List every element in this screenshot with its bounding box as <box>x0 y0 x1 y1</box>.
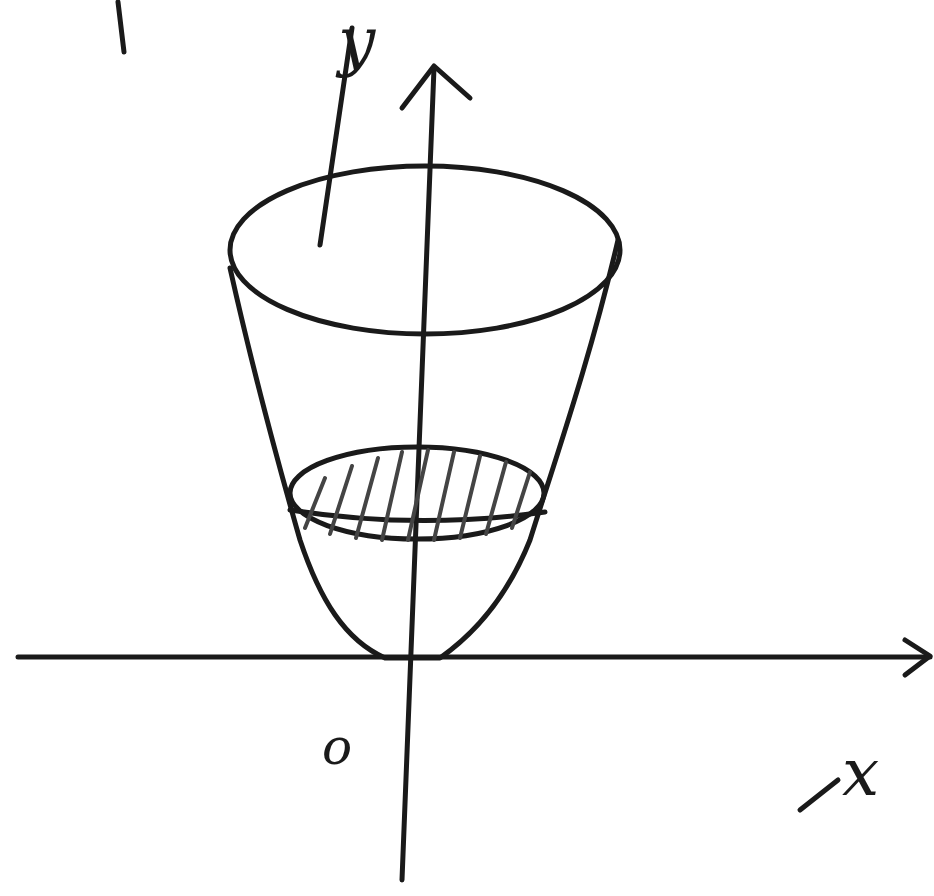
top-rim <box>230 166 620 334</box>
y-axis <box>402 68 434 880</box>
y-arrowhead <box>402 66 470 108</box>
cross-section <box>290 447 544 539</box>
vessel-wall <box>230 240 618 658</box>
axis-label: x <box>842 740 879 806</box>
x-arrowhead <box>905 640 930 675</box>
axis-label: o <box>322 722 352 772</box>
hatching <box>305 450 530 540</box>
section-front <box>290 510 545 521</box>
axis-label: y <box>338 8 375 74</box>
leader-line <box>800 780 838 810</box>
x-axis <box>18 655 930 660</box>
stray-stroke <box>118 2 124 52</box>
